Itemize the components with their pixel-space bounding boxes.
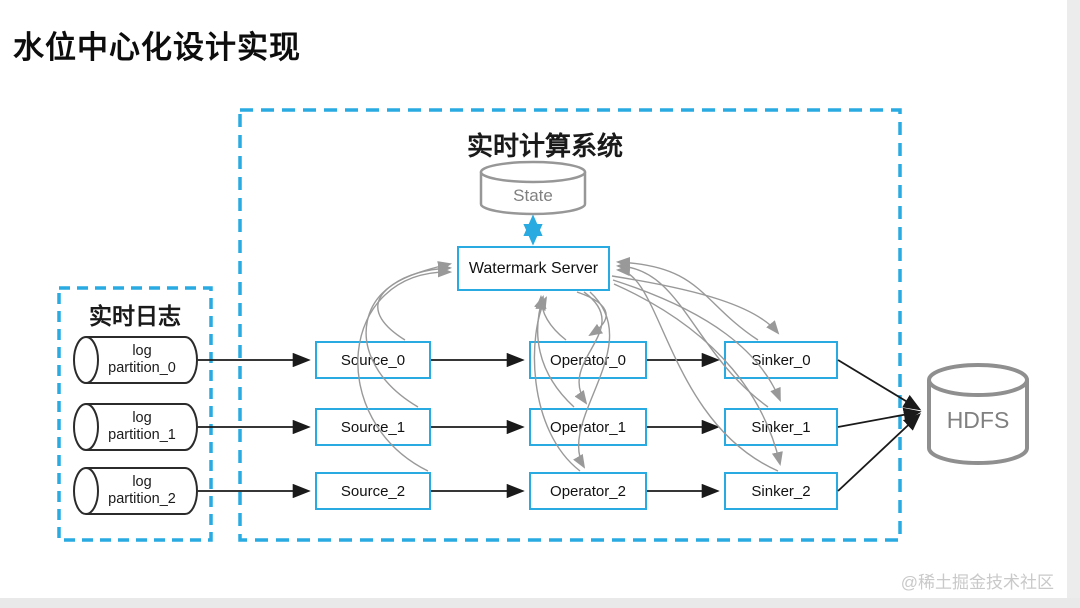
node-operator-1: Operator_1	[529, 408, 647, 446]
community-watermark: @稀土掘金技术社区	[900, 573, 1054, 592]
node-operator-2: Operator_2	[529, 472, 647, 510]
page-edge-bottom	[0, 598, 1080, 608]
node-sinker-1: Sinker_1	[724, 408, 838, 446]
node-source-2: Source_2	[315, 472, 431, 510]
node-sinker-0: Sinker_0	[724, 341, 838, 379]
node-sinker-2: Sinker_2	[724, 472, 838, 510]
node-source-1: Source_1	[315, 408, 431, 446]
node-source-0: Source_0	[315, 341, 431, 379]
node-watermark-server: Watermark Server	[457, 246, 610, 291]
node-operator-0: Operator_0	[529, 341, 647, 379]
page-edge-right	[1067, 0, 1080, 608]
